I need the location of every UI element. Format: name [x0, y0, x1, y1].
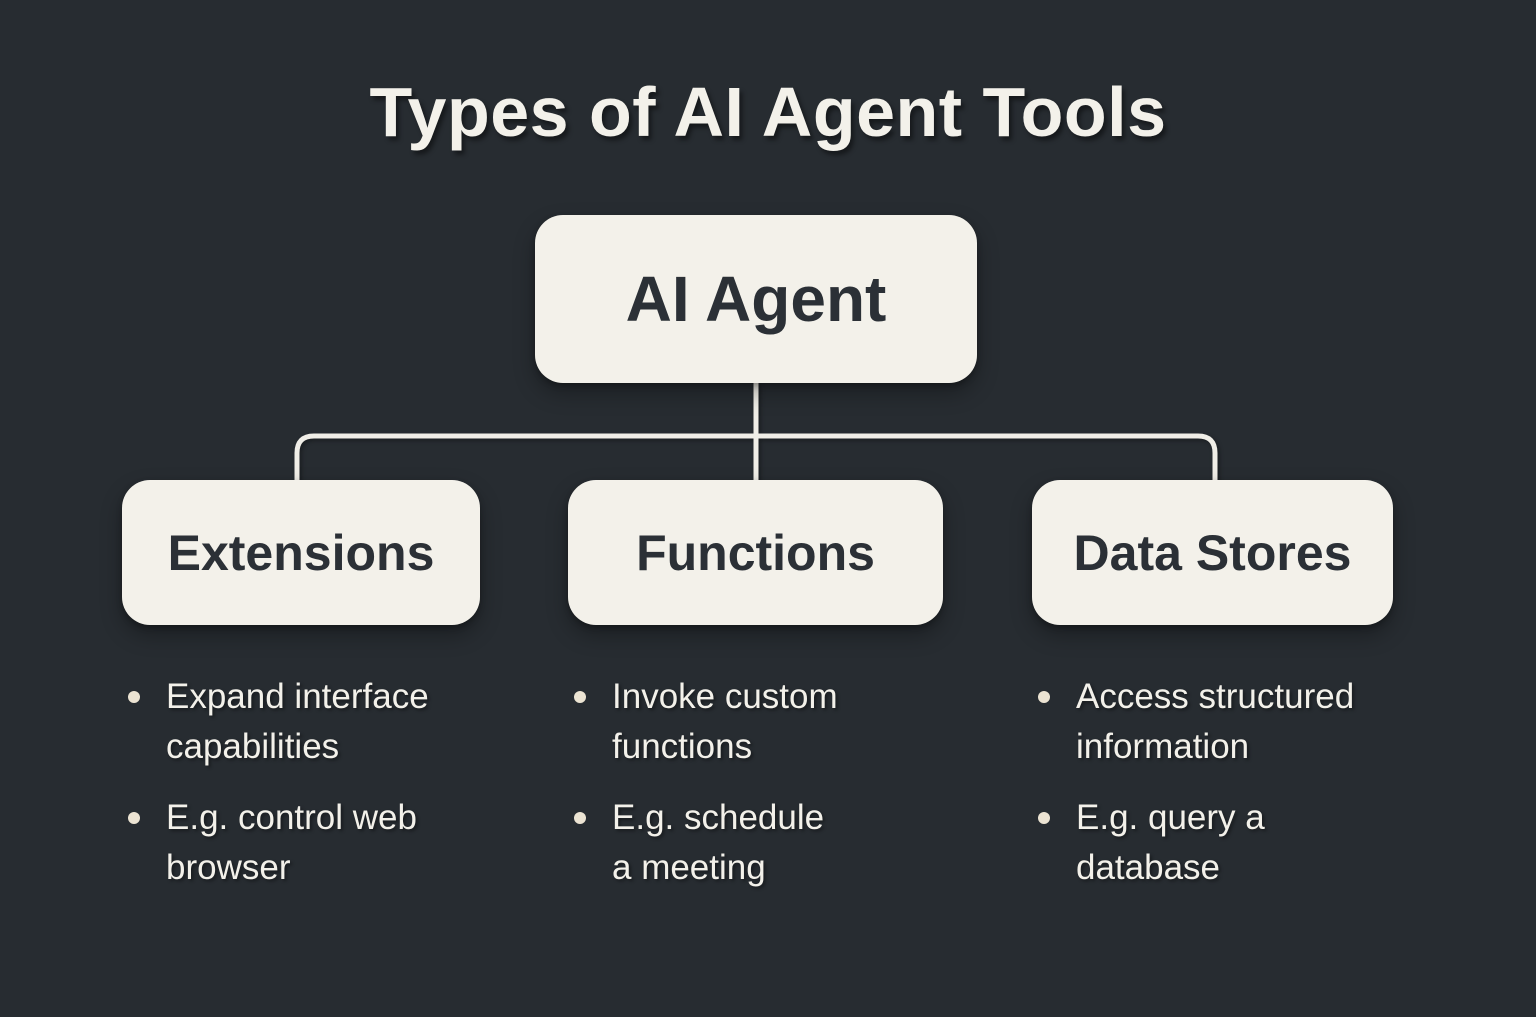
node-extensions-label: Extensions: [167, 524, 435, 581]
node-extensions: Extensions: [122, 480, 480, 625]
bullet-dot: [128, 812, 140, 824]
node-data-stores: Data Stores: [1032, 480, 1393, 625]
bullet-item: E.g. schedule a meeting: [568, 793, 908, 893]
node-functions: Functions: [568, 480, 943, 625]
page-title: Types of AI Agent Tools: [369, 73, 1167, 151]
bullet-text: E.g. schedule a meeting: [612, 798, 825, 887]
bullet-item: E.g. query a database: [1032, 793, 1422, 893]
bullet-item: E.g. control web browser: [122, 793, 492, 893]
bullet-dot: [128, 691, 140, 703]
bullet-dot: [574, 691, 586, 703]
extensions-bullet-list: Expand interface capabilities E.g. contr…: [122, 672, 492, 914]
node-ai-agent: AI Agent: [535, 215, 977, 383]
bullet-text: Access structured information: [1076, 677, 1355, 766]
node-ai-agent-label: AI Agent: [625, 263, 887, 335]
data-stores-bullet-list: Access structured information E.g. query…: [1032, 672, 1422, 914]
bullet-dot: [574, 812, 586, 824]
bullet-item: Invoke custom functions: [568, 672, 908, 772]
node-data-stores-label: Data Stores: [1073, 524, 1352, 581]
connector-bracket: [294, 433, 1218, 482]
bullet-text: E.g. query a database: [1076, 798, 1265, 887]
bullet-item: Access structured information: [1032, 672, 1422, 772]
functions-bullet-list: Invoke custom functions E.g. schedule a …: [568, 672, 908, 914]
node-functions-label: Functions: [636, 524, 875, 581]
bullet-text: Expand interface capabilities: [166, 677, 429, 766]
bullet-item: Expand interface capabilities: [122, 672, 492, 772]
bullet-text: E.g. control web browser: [166, 798, 417, 887]
bullet-dot: [1038, 812, 1050, 824]
bullet-dot: [1038, 691, 1050, 703]
bullet-text: Invoke custom functions: [612, 677, 838, 766]
